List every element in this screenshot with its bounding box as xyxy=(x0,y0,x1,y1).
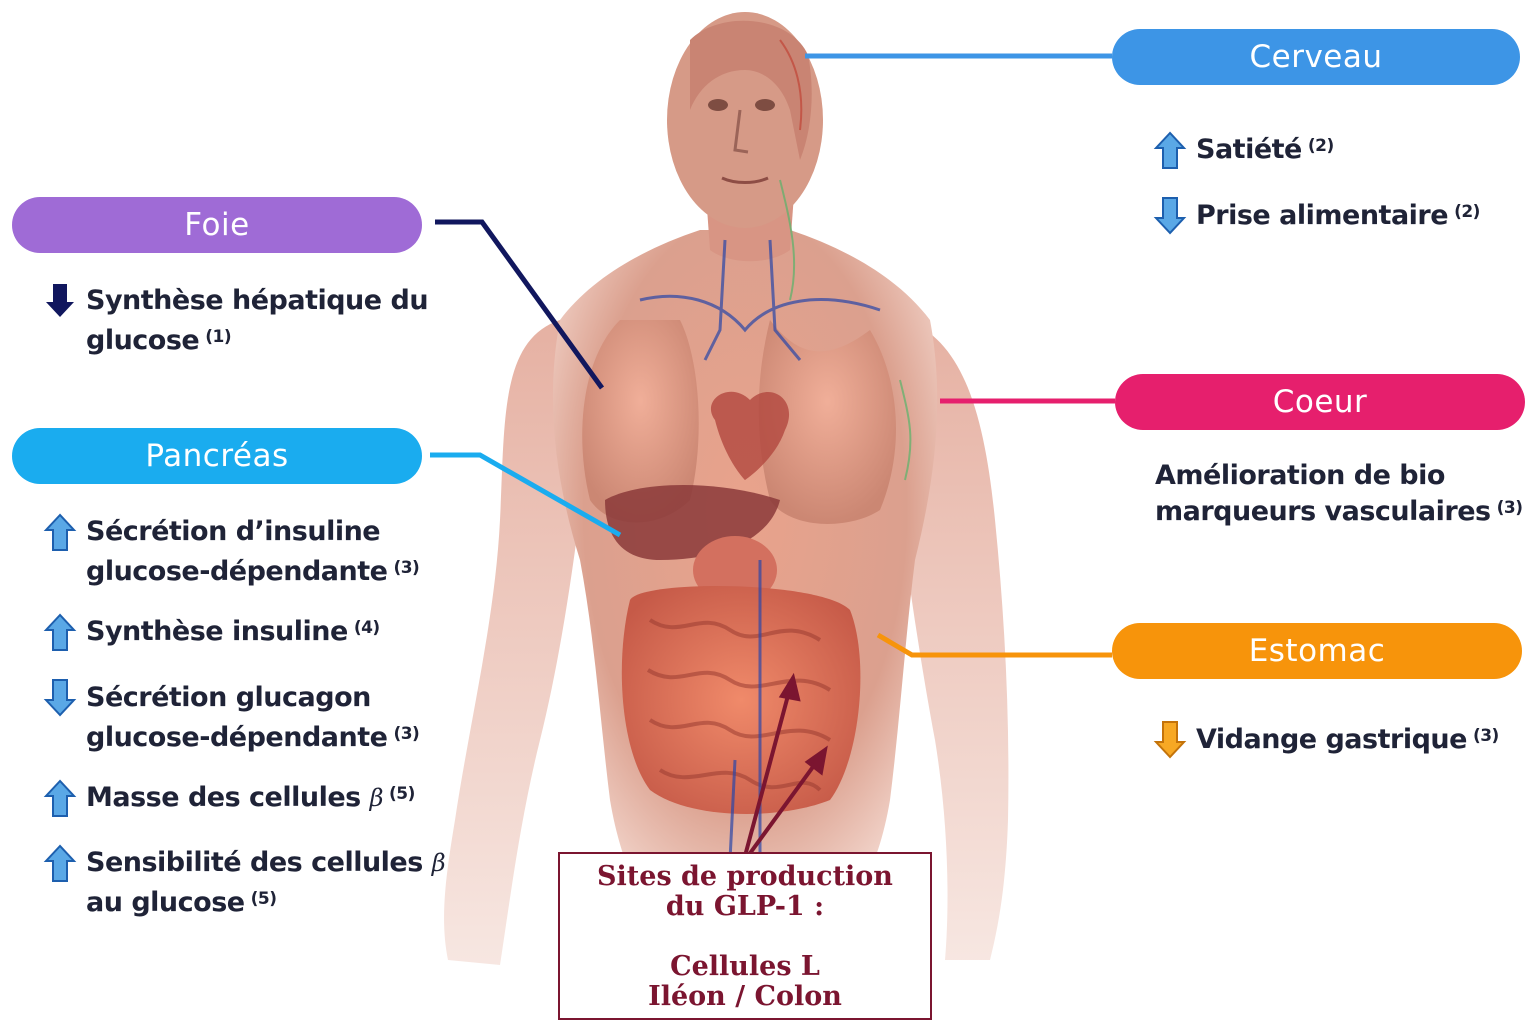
cerveau-effect-text: Prise alimentaire(2) xyxy=(1196,196,1480,236)
arrow-down-icon xyxy=(42,678,78,718)
coeur-label: Coeur xyxy=(1115,374,1525,430)
arrow-up-icon xyxy=(42,778,78,818)
cerveau-effect-satiete: Satiété(2) xyxy=(1152,130,1334,170)
foie-effect-text: Synthèse hépatique du glucose(1) xyxy=(86,281,428,361)
pancreas-effect-text: Masse des cellules β(5) xyxy=(86,778,415,818)
pancreas-effect-text: Sensibilité des cellules β au glucose(5) xyxy=(86,843,445,923)
foie-effect-synthese: Synthèse hépatique du glucose(1) xyxy=(42,281,428,361)
estomac-effect-vidange: Vidange gastrique(3) xyxy=(1152,720,1499,760)
foie-label: Foie xyxy=(12,197,422,253)
pancreas-effect-masse-cellules: Masse des cellules β(5) xyxy=(42,778,415,818)
sites-line-2: du GLP-1 : xyxy=(560,892,930,922)
sites-line-1: Sites de production xyxy=(560,862,930,892)
pancreas-effect-text: Sécrétion d’insuline glucose-dépendante(… xyxy=(86,512,419,592)
pancreas-effect-synthese-insuline: Synthèse insuline(4) xyxy=(42,612,380,652)
glp1-sites-box: Sites de production du GLP-1 : Cellules … xyxy=(558,852,932,1020)
sites-line-3: Cellules L xyxy=(560,952,930,982)
arrow-up-icon xyxy=(42,612,78,652)
pancreas-connector-line xyxy=(430,455,620,535)
estomac-effect-text: Vidange gastrique(3) xyxy=(1196,720,1499,760)
arrow-up-icon xyxy=(1152,130,1188,170)
estomac-connector-line xyxy=(878,635,1112,655)
pancreas-label: Pancréas xyxy=(12,428,422,484)
cerveau-label: Cerveau xyxy=(1112,29,1520,85)
arrow-up-icon xyxy=(42,512,78,552)
arrow-down-icon xyxy=(1152,720,1188,760)
pancreas-effect-secretion-glucagon: Sécrétion glucagon glucose-dépendante(3) xyxy=(42,678,419,758)
arrow-up-icon xyxy=(42,843,78,883)
cerveau-effect-text: Satiété(2) xyxy=(1196,130,1334,170)
pancreas-effect-text: Sécrétion glucagon glucose-dépendante(3) xyxy=(86,678,419,758)
arrow-down-icon xyxy=(42,281,78,321)
estomac-label: Estomac xyxy=(1112,623,1522,679)
coeur-effect-text: Amélioration de bio marqueurs vasculaire… xyxy=(1155,458,1522,530)
arrow-down-icon xyxy=(1152,196,1188,236)
pancreas-effect-secretion-insuline: Sécrétion d’insuline glucose-dépendante(… xyxy=(42,512,419,592)
sites-spacer xyxy=(560,922,930,952)
foie-connector-line xyxy=(435,222,602,388)
pancreas-effect-sensibilite-cellules: Sensibilité des cellules β au glucose(5) xyxy=(42,843,445,923)
glp1-production-arrows xyxy=(745,678,825,856)
pancreas-effect-text: Synthèse insuline(4) xyxy=(86,612,380,652)
sites-line-4: Iléon / Colon xyxy=(560,982,930,1012)
coeur-effect-biomarqueurs: Amélioration de bio marqueurs vasculaire… xyxy=(1155,458,1522,530)
cerveau-effect-prise-alimentaire: Prise alimentaire(2) xyxy=(1152,196,1480,236)
